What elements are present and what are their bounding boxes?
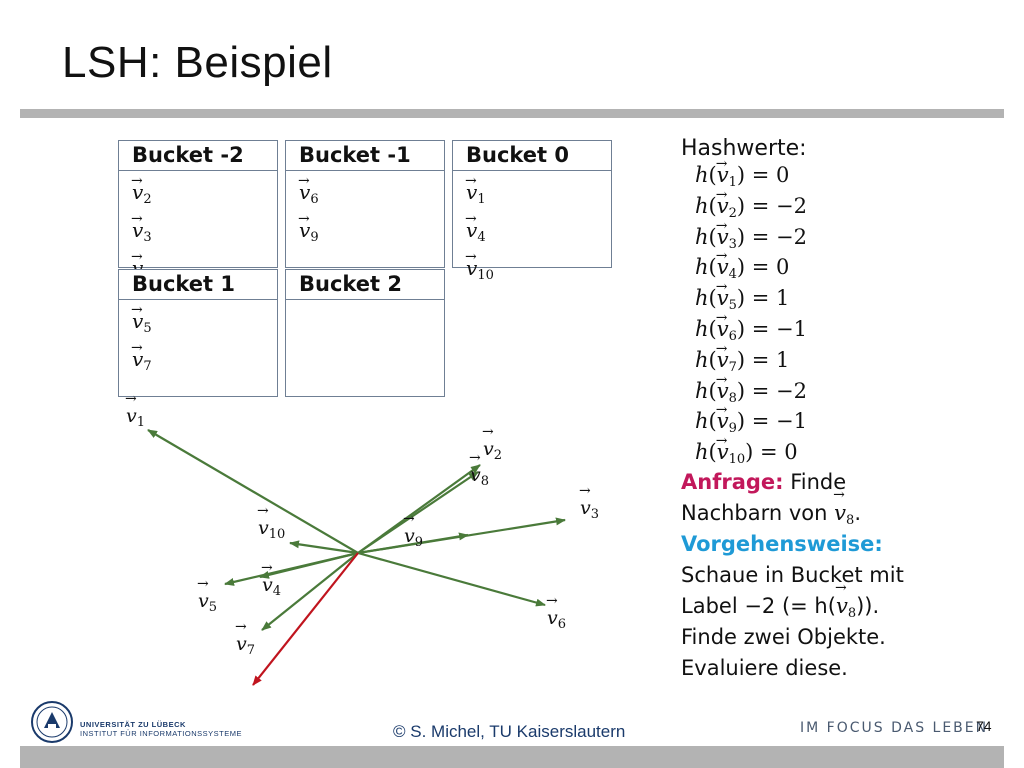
- bucket-item: v2: [132, 177, 277, 215]
- bucket-item: v7: [132, 344, 277, 382]
- hash-value-row: h(v2) = −2: [695, 191, 807, 222]
- hash-value-row: h(v9) = −1: [695, 406, 807, 437]
- query-vector: v8: [834, 501, 854, 528]
- bucket-item: v6: [299, 177, 444, 215]
- hash-value-row: h(v5) = 1: [695, 283, 807, 314]
- vector-5-arrow: [224, 551, 359, 586]
- university-line-2: INSTITUT FÜR INFORMATIONSSYSTEME: [80, 729, 242, 738]
- hash-value-row: h(v6) = −1: [695, 314, 807, 345]
- vector-9-label: v9: [404, 525, 423, 550]
- hash-value-row: h(v3) = −2: [695, 222, 807, 253]
- hash-value-row: h(v4) = 0: [695, 252, 807, 283]
- vector-3-label: v3: [580, 497, 599, 522]
- page-title: LSH: Beispiel: [62, 38, 333, 87]
- query-text-2: Nachbarn von: [681, 501, 828, 525]
- vector-8-arrow: [357, 471, 479, 554]
- procedure-line-2-prefix: Label −2 (= h(: [681, 594, 836, 618]
- vector-diagram: [147, 429, 566, 686]
- query-label: Anfrage:: [681, 470, 784, 494]
- bucket-minus-1: Bucket -1 v6 v9: [285, 140, 445, 268]
- bucket-item: v4: [466, 215, 611, 253]
- vector-1-arrow: [147, 429, 359, 554]
- hash-value-row: h(v8) = −2: [695, 376, 807, 407]
- vector-4-label: v4: [262, 574, 281, 599]
- bucket-label: Bucket 1: [119, 270, 277, 300]
- bucket-item: v10: [466, 253, 611, 291]
- hash-value-row: h(v10) = 0: [695, 437, 807, 468]
- procedure-line-4: Evaluiere diese.: [681, 656, 848, 680]
- query-line-2: Nachbarn von v8.: [681, 501, 861, 528]
- bucket-2: Bucket 2: [285, 269, 445, 397]
- procedure-line-3: Finde zwei Objekte.: [681, 625, 886, 649]
- university-line-1: UNIVERSITÄT ZU LÜBECK: [80, 720, 186, 729]
- bucket-0: Bucket 0 v1 v4 v10: [452, 140, 612, 283]
- procedure-line-2: Label −2 (= h(v8)).: [681, 594, 879, 621]
- bucket-item: v9: [299, 215, 444, 253]
- bucket-label: Bucket 2: [286, 270, 444, 300]
- footer-bar: [20, 746, 1004, 768]
- bucket-minus-2: Bucket -2 v2 v3 v8: [118, 140, 278, 283]
- vector-7-arrow: [261, 552, 359, 631]
- query-line: Anfrage: Finde: [681, 470, 846, 494]
- hash-value-row: h(v1) = 0: [695, 160, 807, 191]
- university-motto: IM FOCUS DAS LEBEN: [800, 720, 989, 736]
- page-number: 74: [976, 718, 992, 734]
- vector-8-label: v8: [470, 464, 489, 489]
- bucket-item: v5: [132, 306, 277, 344]
- university-seal-icon: [31, 701, 73, 743]
- hash-value-row: h(v7) = 1: [695, 345, 807, 376]
- hash-values-list: h(v1) = 0h(v2) = −2h(v3) = −2h(v4) = 0h(…: [695, 160, 807, 468]
- title-divider: [20, 109, 1004, 118]
- bucket-item: v3: [132, 215, 277, 253]
- procedure-label: Vorgehensweise:: [681, 532, 883, 556]
- bucket-1: Bucket 1 v5 v7: [118, 269, 278, 397]
- vector-5-label: v5: [198, 590, 217, 615]
- hash-direction-arrow: [252, 552, 359, 686]
- bucket-label: Bucket 0: [453, 141, 611, 171]
- bucket-item: v1: [466, 177, 611, 215]
- vector-1-label: v1: [126, 405, 145, 430]
- vector-10-arrow: [289, 540, 359, 555]
- hash-values-heading: Hashwerte:: [681, 136, 807, 161]
- copyright-credit: © S. Michel, TU Kaiserslautern: [393, 722, 626, 741]
- procedure-heading: Vorgehensweise:: [681, 532, 883, 556]
- procedure-vector: v8: [836, 594, 856, 621]
- vector-7-label: v7: [236, 633, 255, 658]
- vector-10-label: v10: [258, 517, 285, 542]
- bucket-label: Bucket -1: [286, 141, 444, 171]
- university-name: UNIVERSITÄT ZU LÜBECK INSTITUT FÜR INFOR…: [80, 720, 242, 738]
- bucket-label: Bucket -2: [119, 141, 277, 171]
- vector-6-label: v6: [547, 607, 566, 632]
- vector-2-label: v2: [483, 438, 502, 463]
- procedure-line-2-suffix: )).: [856, 594, 880, 618]
- procedure-line-1: Schaue in Bucket mit: [681, 563, 904, 587]
- vector-6-arrow: [357, 551, 546, 607]
